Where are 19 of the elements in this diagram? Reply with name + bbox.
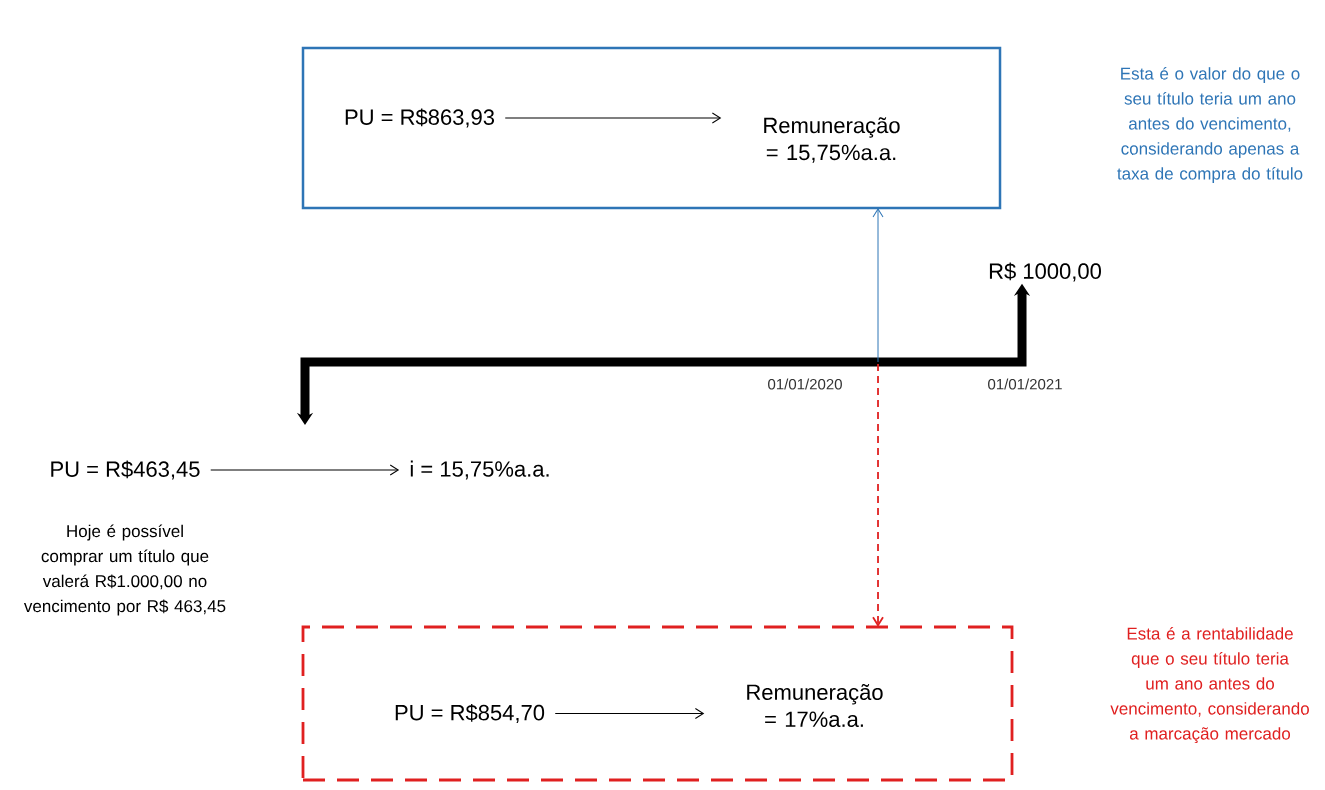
value-text: i = 15,75%a.a. [410, 460, 549, 480]
value-text: PU = R$854,70 [395, 703, 545, 724]
value-text: Remuneração = 15,75%a.a. [764, 117, 900, 163]
value-text: Remuneração = 17%a.a. [747, 684, 883, 727]
arrow [554, 708, 704, 719]
arrow [210, 464, 399, 476]
value-text: PU = R$463,45 [51, 460, 200, 480]
frame-box [301, 46, 1002, 210]
arrow [872, 208, 884, 363]
note-text: Esta é o valor do que o seu título teria um ano antes do vencimento, considerando apenas a taxa de compra do título [1117, 67, 1303, 184]
date-label: 01/01/2021 [988, 378, 1062, 390]
frame-box [301, 625, 1014, 782]
arrow [504, 112, 721, 124]
date-label: 01/01/2020 [768, 378, 842, 390]
note-text: Esta é a rentabilidade que o seu título teria um ano antes do vencimento, considerando a marcação mercado [1110, 626, 1309, 744]
value-text: R$ 1000,00 [989, 262, 1101, 282]
note-text: Hoje é possível comprar um título que valerá R$1.000,00 no vencimento por R$ 463,45 [23, 524, 226, 616]
arrow [872, 363, 884, 627]
value-text: PU = R$863,93 [345, 108, 495, 128]
